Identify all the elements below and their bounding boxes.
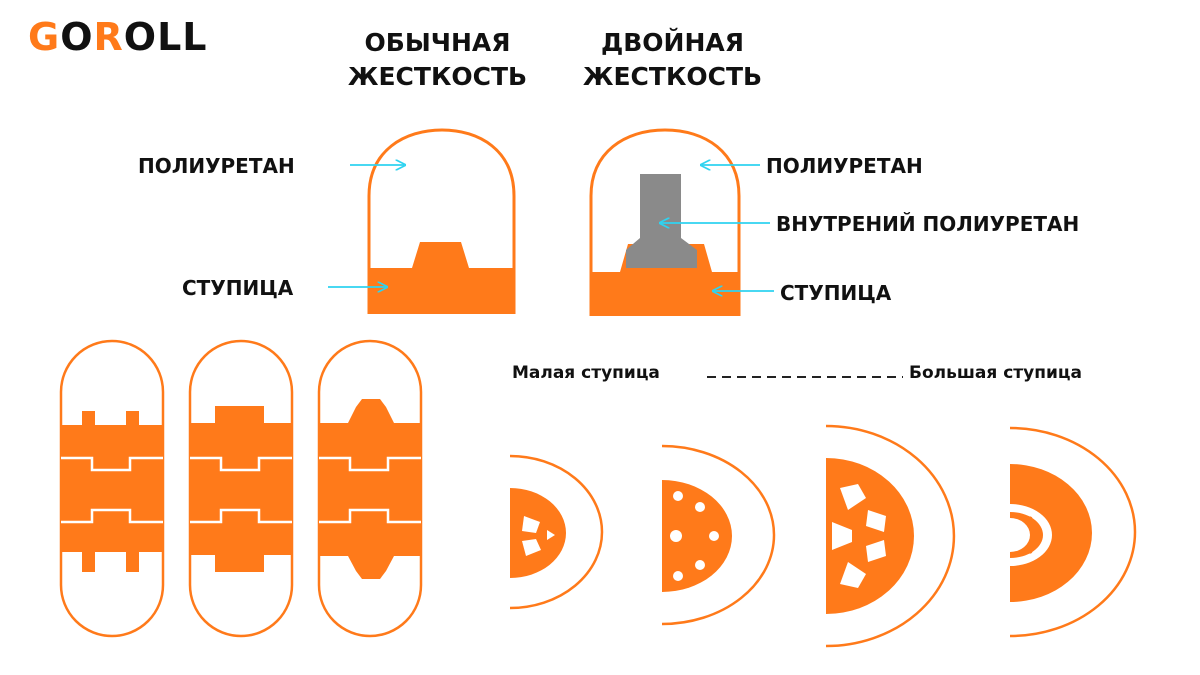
wheel-profile-1 (59, 339, 165, 638)
wheel-profile-3-split-upper (319, 456, 421, 472)
hub-variant-4-bearing-ring (1010, 504, 1052, 566)
wheel-profile-3-hub (319, 399, 421, 579)
hub-variant-3 (825, 424, 956, 648)
wheel-profile-2-outline (188, 339, 294, 638)
wheel-profile-2-split-lower (190, 508, 292, 524)
hub-variant-3-window-a (840, 484, 866, 510)
header-double-stiffness: ДВОЙНАЯ ЖЕСТКОСТЬ (565, 26, 780, 94)
hub-variant-4-tire (1009, 426, 1137, 638)
hub-variant-3-window-d (840, 562, 866, 588)
hub-variant-2-window-f (670, 530, 682, 542)
label-large-hub: Большая ступица (909, 363, 1082, 383)
label-small-hub: Малая ступица (512, 363, 660, 383)
hub-variant-2-window-d (695, 560, 705, 570)
wheel-profile-1-hub (61, 411, 163, 572)
logo-letter-o2: O (123, 15, 158, 59)
hub-variant-1-window-lower (522, 539, 541, 556)
logo-letter-r: R (93, 15, 124, 59)
hub-variant-4-bearing-center (1010, 518, 1030, 552)
wheel-profile-3-outline (317, 339, 423, 638)
header-double-line1: ДВОЙНАЯ (600, 28, 745, 57)
hub-variant-2-window-c (709, 531, 719, 541)
logo-letter-g: G (28, 15, 61, 59)
header-normal-stiffness: ОБЫЧНАЯ ЖЕСТКОСТЬ (330, 26, 545, 94)
hub-variant-1-tire (509, 454, 604, 610)
wheel-profile-3 (317, 339, 423, 638)
label-right-polyurethane: ПОЛИУРЕТАН (766, 154, 923, 178)
logo-letter-o1: O (60, 15, 94, 59)
hub-variant-2 (661, 444, 776, 626)
double-tire-outline (589, 128, 741, 316)
label-right-hub: СТУПИЦА (780, 281, 892, 305)
wheel-profile-2 (188, 339, 294, 638)
hub-variant-1-hub (510, 488, 566, 578)
label-left-polyurethane: ПОЛИУРЕТАН (138, 154, 295, 178)
normal-tire-outline (367, 128, 516, 314)
label-left-hub: СТУПИЦА (182, 276, 294, 300)
hub-variant-2-window-e (673, 571, 683, 581)
wheel-profile-2-split-upper (190, 456, 292, 472)
goroll-logo: GOROLL (28, 18, 208, 56)
hub-variant-1-window-upper (522, 516, 540, 533)
header-double-line2: ЖЕСТКОСТЬ (582, 62, 763, 91)
wheel-profile-1-outline (59, 339, 165, 638)
hub-variant-4 (1009, 426, 1137, 638)
inner-polyurethane-core (626, 174, 697, 268)
callout-arrows (328, 165, 774, 291)
hub-variant-3-window-e (832, 522, 852, 550)
hub-variant-3-window-c (866, 540, 886, 562)
hub-variant-4-bearing-ball-c (1027, 548, 1033, 554)
header-normal-line1: ОБЫЧНАЯ (364, 28, 511, 57)
wheel-profile-2-hub (190, 406, 292, 572)
hub-variant-4-bearing-ball-b (1037, 532, 1043, 538)
hub-variant-2-tire (661, 444, 776, 626)
wheel-profile-1-split-lower (61, 508, 163, 524)
wheel-profile-3-split-lower (319, 508, 421, 524)
hub-variant-2-hub (662, 480, 732, 592)
hub-variant-4-bearing-ball-a (1027, 516, 1033, 522)
wheel-profile-1-split-upper (61, 456, 163, 472)
normal-hub (369, 242, 514, 314)
header-normal-line2: ЖЕСТКОСТЬ (347, 62, 528, 91)
logo-letters-ll: LL (157, 15, 208, 59)
hub-variant-1 (509, 454, 604, 610)
hub-variant-2-window-a (673, 491, 683, 501)
hub-variant-3-window-b (866, 510, 886, 532)
label-right-inner-polyurethane: ВНУТРЕНИЙ ПОЛИУРЕТАН (776, 212, 1080, 236)
hub-variant-2-window-b (695, 502, 705, 512)
hub-variant-3-tire (825, 424, 956, 648)
hub-variant-1-window-tip (547, 530, 555, 540)
normal-stiffness-section (367, 128, 516, 314)
